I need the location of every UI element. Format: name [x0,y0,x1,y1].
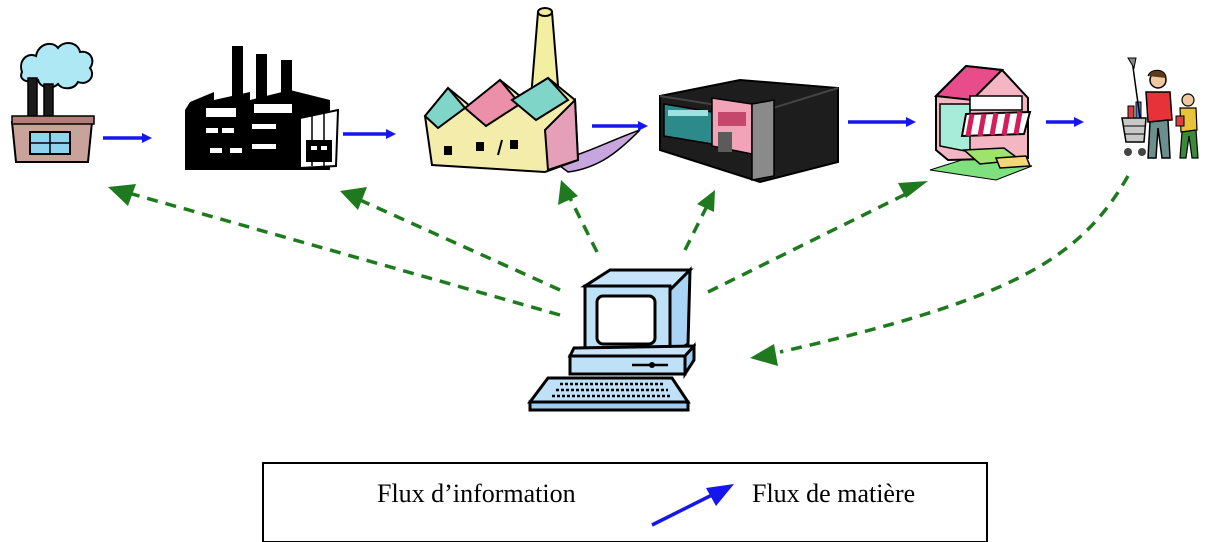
information-flow-arrow [124,190,561,317]
legend-information-label: Flux d’information [377,479,576,508]
legend-material-arrowhead [706,484,734,506]
legend-box [262,462,988,542]
retail-store-icon [929,64,1033,181]
legend: Flux d’information Flux de matière [262,462,988,542]
sawtooth-factory-icon [423,7,641,174]
computer-icon [527,266,697,412]
information-arrowhead [750,344,778,366]
information-flow-arrowheads [108,180,928,506]
information-flows [124,175,1130,520]
information-flow-arrow [707,190,911,294]
information-arrowhead [697,190,715,212]
warehouse-icon [659,78,839,184]
information-arrowhead [340,187,367,210]
information-arrowhead [558,180,578,205]
industrial-plant-icon [185,46,340,170]
material-flows [103,117,1084,143]
small-factory-icon [10,42,95,163]
customers-icon [1121,57,1199,159]
information-flow-arrow [779,175,1130,354]
legend-material-arrow [651,490,719,527]
legend-material-label: Flux de matière [752,479,915,508]
information-flow-arrow [568,197,599,253]
information-arrowhead [898,181,928,198]
information-arrowhead [108,184,136,206]
information-flow-arrow [359,198,561,292]
information-flow-arrow [683,207,708,251]
